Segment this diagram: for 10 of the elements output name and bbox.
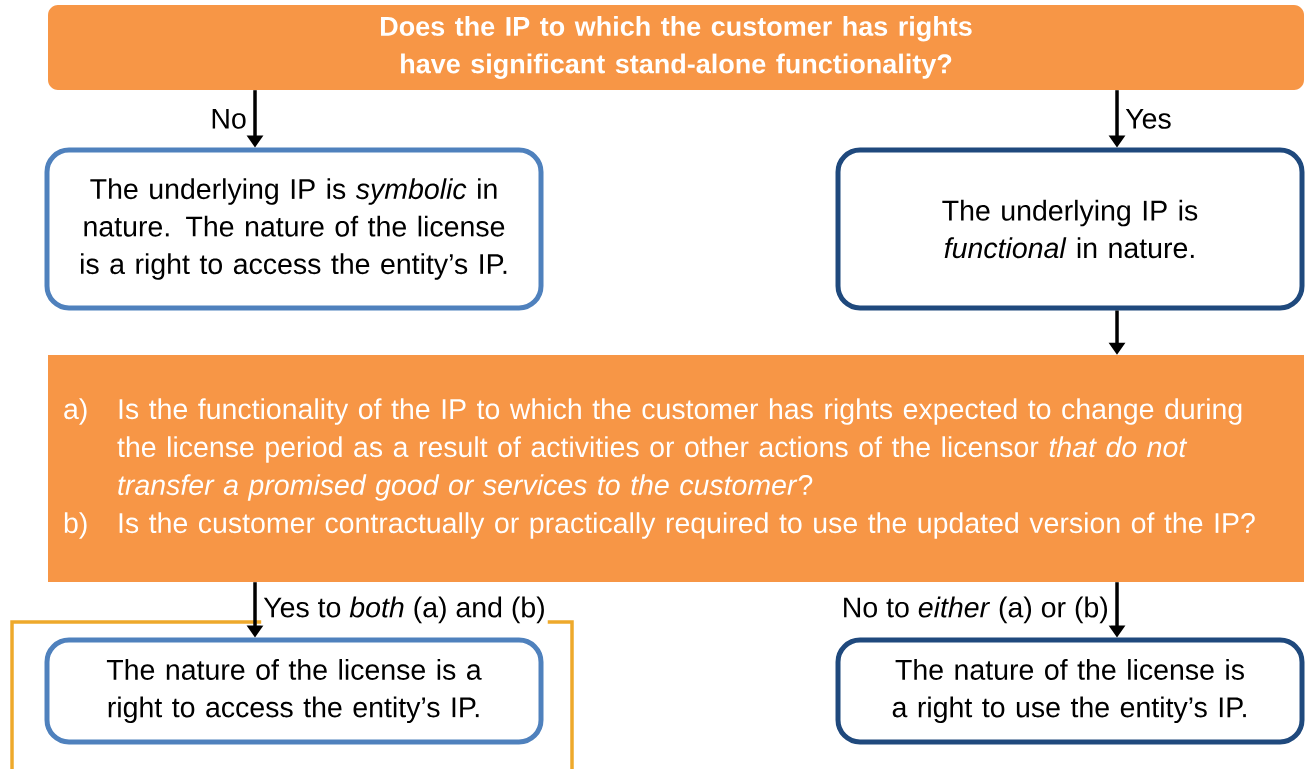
edge-label: Yes bbox=[1125, 108, 1171, 129]
outcome-box: The nature of the license is a right to access the entity’s IP. bbox=[44, 637, 544, 745]
outcome-box: The nature of the license is a right to use the entity’s IP. bbox=[835, 637, 1305, 745]
question-box: Does the IP to which the customer has rights have significant stand-alone functionality? bbox=[48, 5, 1304, 90]
edge-label: No bbox=[212, 108, 246, 129]
question-box: a) Is the functionality of the IP to which the customer has rights expected to change during the license period as a result of activities or other actions of the licensor that do not transfer a promised good or services to the customer? b) Is the customer contractually or practically required to use the updated version of the IP? bbox=[48, 355, 1304, 582]
outcome-box: The underlying IP is functional in nature. bbox=[835, 147, 1305, 311]
edge-label: Yes to both (a) and (b) bbox=[263, 596, 544, 624]
edge-label: No to either (a) or (b) bbox=[844, 596, 1107, 624]
outcome-box: The underlying IP is symbolic in nature. The nature of the license is a right to access the entity’s IP. bbox=[44, 147, 544, 311]
